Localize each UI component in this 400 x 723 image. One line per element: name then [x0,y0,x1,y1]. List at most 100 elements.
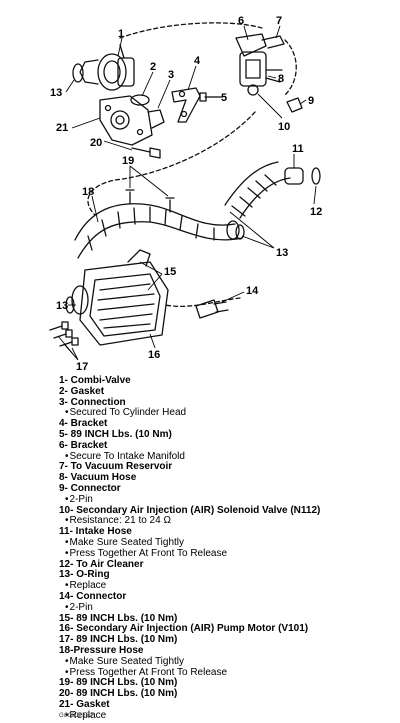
leader-19 [129,165,169,197]
connector-14-dashed [164,297,241,308]
legend-item: 8- Vacuum Hose [59,472,394,484]
callout-12: 12 [310,206,322,218]
connector-14 [195,299,229,319]
figure-code: G00202582 [59,713,94,719]
legend-item-title: 11- Intake Hose [59,526,132,538]
callout-2: 2 [150,61,156,73]
leader-7 [275,25,281,39]
callout-9: 9 [308,95,314,107]
callout-1: 1 [118,28,124,40]
legend-item: 2- Gasket [59,385,394,398]
callout-5: 5 [221,92,227,104]
callout-8: 8 [278,73,284,85]
leader-13-mid [229,211,275,249]
legend-item: 13- O-RingReplace [59,570,394,592]
callout-13-pump: 13 [56,300,68,312]
legend-item: 16- Secondary Air Injection (AIR) Pump M… [59,624,394,635]
legend-item-note: Press Together At Front To Release [59,548,394,560]
legend-item-title: 5- 89 INCH Lbs. (10 Nm) [59,428,172,440]
legend-item-note: Press Together At Front To Release [59,667,394,679]
connector-9 [286,97,303,113]
callout-21: 21 [56,122,68,134]
leader-18 [91,195,99,223]
legend-item: 11- Intake HoseMake Sure Seated TightlyP… [59,526,394,560]
legend-item-title: 2- Gasket [59,385,105,397]
bracket-4 [171,87,201,123]
callout-17: 17 [76,361,88,373]
legend-item-note: Make Sure Seated Tightly [59,656,394,668]
legend-item-note: 2-Pin [59,602,394,614]
callout-11: 11 [292,143,304,155]
legend-item: 12- To Air Cleaner [59,559,394,571]
callout-10: 10 [278,121,290,133]
callout-3: 3 [168,69,174,81]
legend-item: 14- Connector2-Pin [59,590,394,614]
legend-item: 10- Secondary Air Injection (AIR) Soleno… [59,504,394,528]
pressure-hose-18 [74,203,245,259]
leader-17 [57,335,79,361]
legend-item: 17- 89 INCH Lbs. (10 Nm) [59,634,394,646]
leader-6 [243,25,249,41]
legend-item: 5- 89 INCH Lbs. (10 Nm) [59,428,394,441]
legend-item-title: 14- Connector [59,590,127,602]
intake-hose-11 [224,161,321,219]
bolts-17 [49,321,79,347]
legend-item: 1- Combi-Valve [59,375,394,387]
callout-19: 19 [122,155,134,167]
callout-18: 18 [82,186,94,198]
legend-item-note: Make Sure Seated Tightly [59,537,394,549]
legend-item-title: 4- Bracket [59,418,108,430]
leader-10 [257,93,283,119]
callout-15: 15 [164,266,176,278]
legend-item-title: 16- Secondary Air Injection (AIR) Pump M… [59,623,309,635]
legend-item: 19- 89 INCH Lbs. (10 Nm) [59,678,394,689]
legend-item-title: 3- Connection [59,396,126,408]
bolts-19 [125,189,175,213]
leader-4 [187,65,197,91]
air-pump-motor-v101 [71,249,169,346]
callout-14: 14 [246,285,259,297]
legend-item: 9- Connector2-Pin [59,482,394,506]
legend-item-note: Replace [59,580,394,592]
callout-4: 4 [194,55,201,67]
callout-13-mid: 13 [276,247,288,259]
legend-item-note: Resistance: 21 to 24 Ω [59,516,394,527]
solenoid-valve-n112 [235,33,285,96]
legend-item-title: 7- To Vacuum Reservoir [59,461,173,473]
connection-3 [99,95,165,146]
legend-item-title: 10- Secondary Air Injection (AIR) Soleno… [59,504,321,516]
legend-item: 21- GasketReplace [59,699,394,722]
leader-16 [149,333,156,349]
leader-15 [139,261,163,291]
gasket-2 [130,94,150,106]
legend-item-title: 19- 89 INCH Lbs. (10 Nm) [59,677,178,689]
leader-9 [299,99,307,105]
leader-13-top [65,79,75,93]
bolt-20 [131,147,161,159]
leader-14 [221,291,245,303]
legend-item-note: Secure To Intake Manifold [59,451,394,463]
legend-item-note: 2-Pin [59,494,394,506]
legend-item-title: 18-Pressure Hose [59,644,144,656]
legend-item-note: Replace [59,710,394,722]
legend-item-title: 13- O-Ring [59,569,110,581]
callout-13-top: 13 [50,87,62,99]
legend-item: 7- To Vacuum Reservoir [59,462,394,473]
legend-item-title: 17- 89 INCH Lbs. (10 Nm) [59,634,178,646]
legend-item: 4- Bracket [59,418,394,430]
leader-2 [141,71,154,97]
solenoid-to-pump-dashed [87,111,256,216]
legend-item: 6- BracketSecure To Intake Manifold [59,439,394,463]
callout-20: 20 [90,137,102,149]
legend-item: 3- ConnectionSecured To Cylinder Head [59,396,394,420]
legend-item: 15- 89 INCH Lbs. (10 Nm) [59,613,394,625]
leader-8 [267,75,277,79]
leader-21 [71,117,101,129]
vacuum-line-dashed [119,22,263,39]
leader-20 [103,140,133,151]
callout-6: 6 [238,15,244,27]
legend-item-title: 6- Bracket [59,439,108,451]
legend-item-title: 9- Connector [59,482,121,494]
legend-item-note: Secured To Cylinder Head [59,408,394,419]
